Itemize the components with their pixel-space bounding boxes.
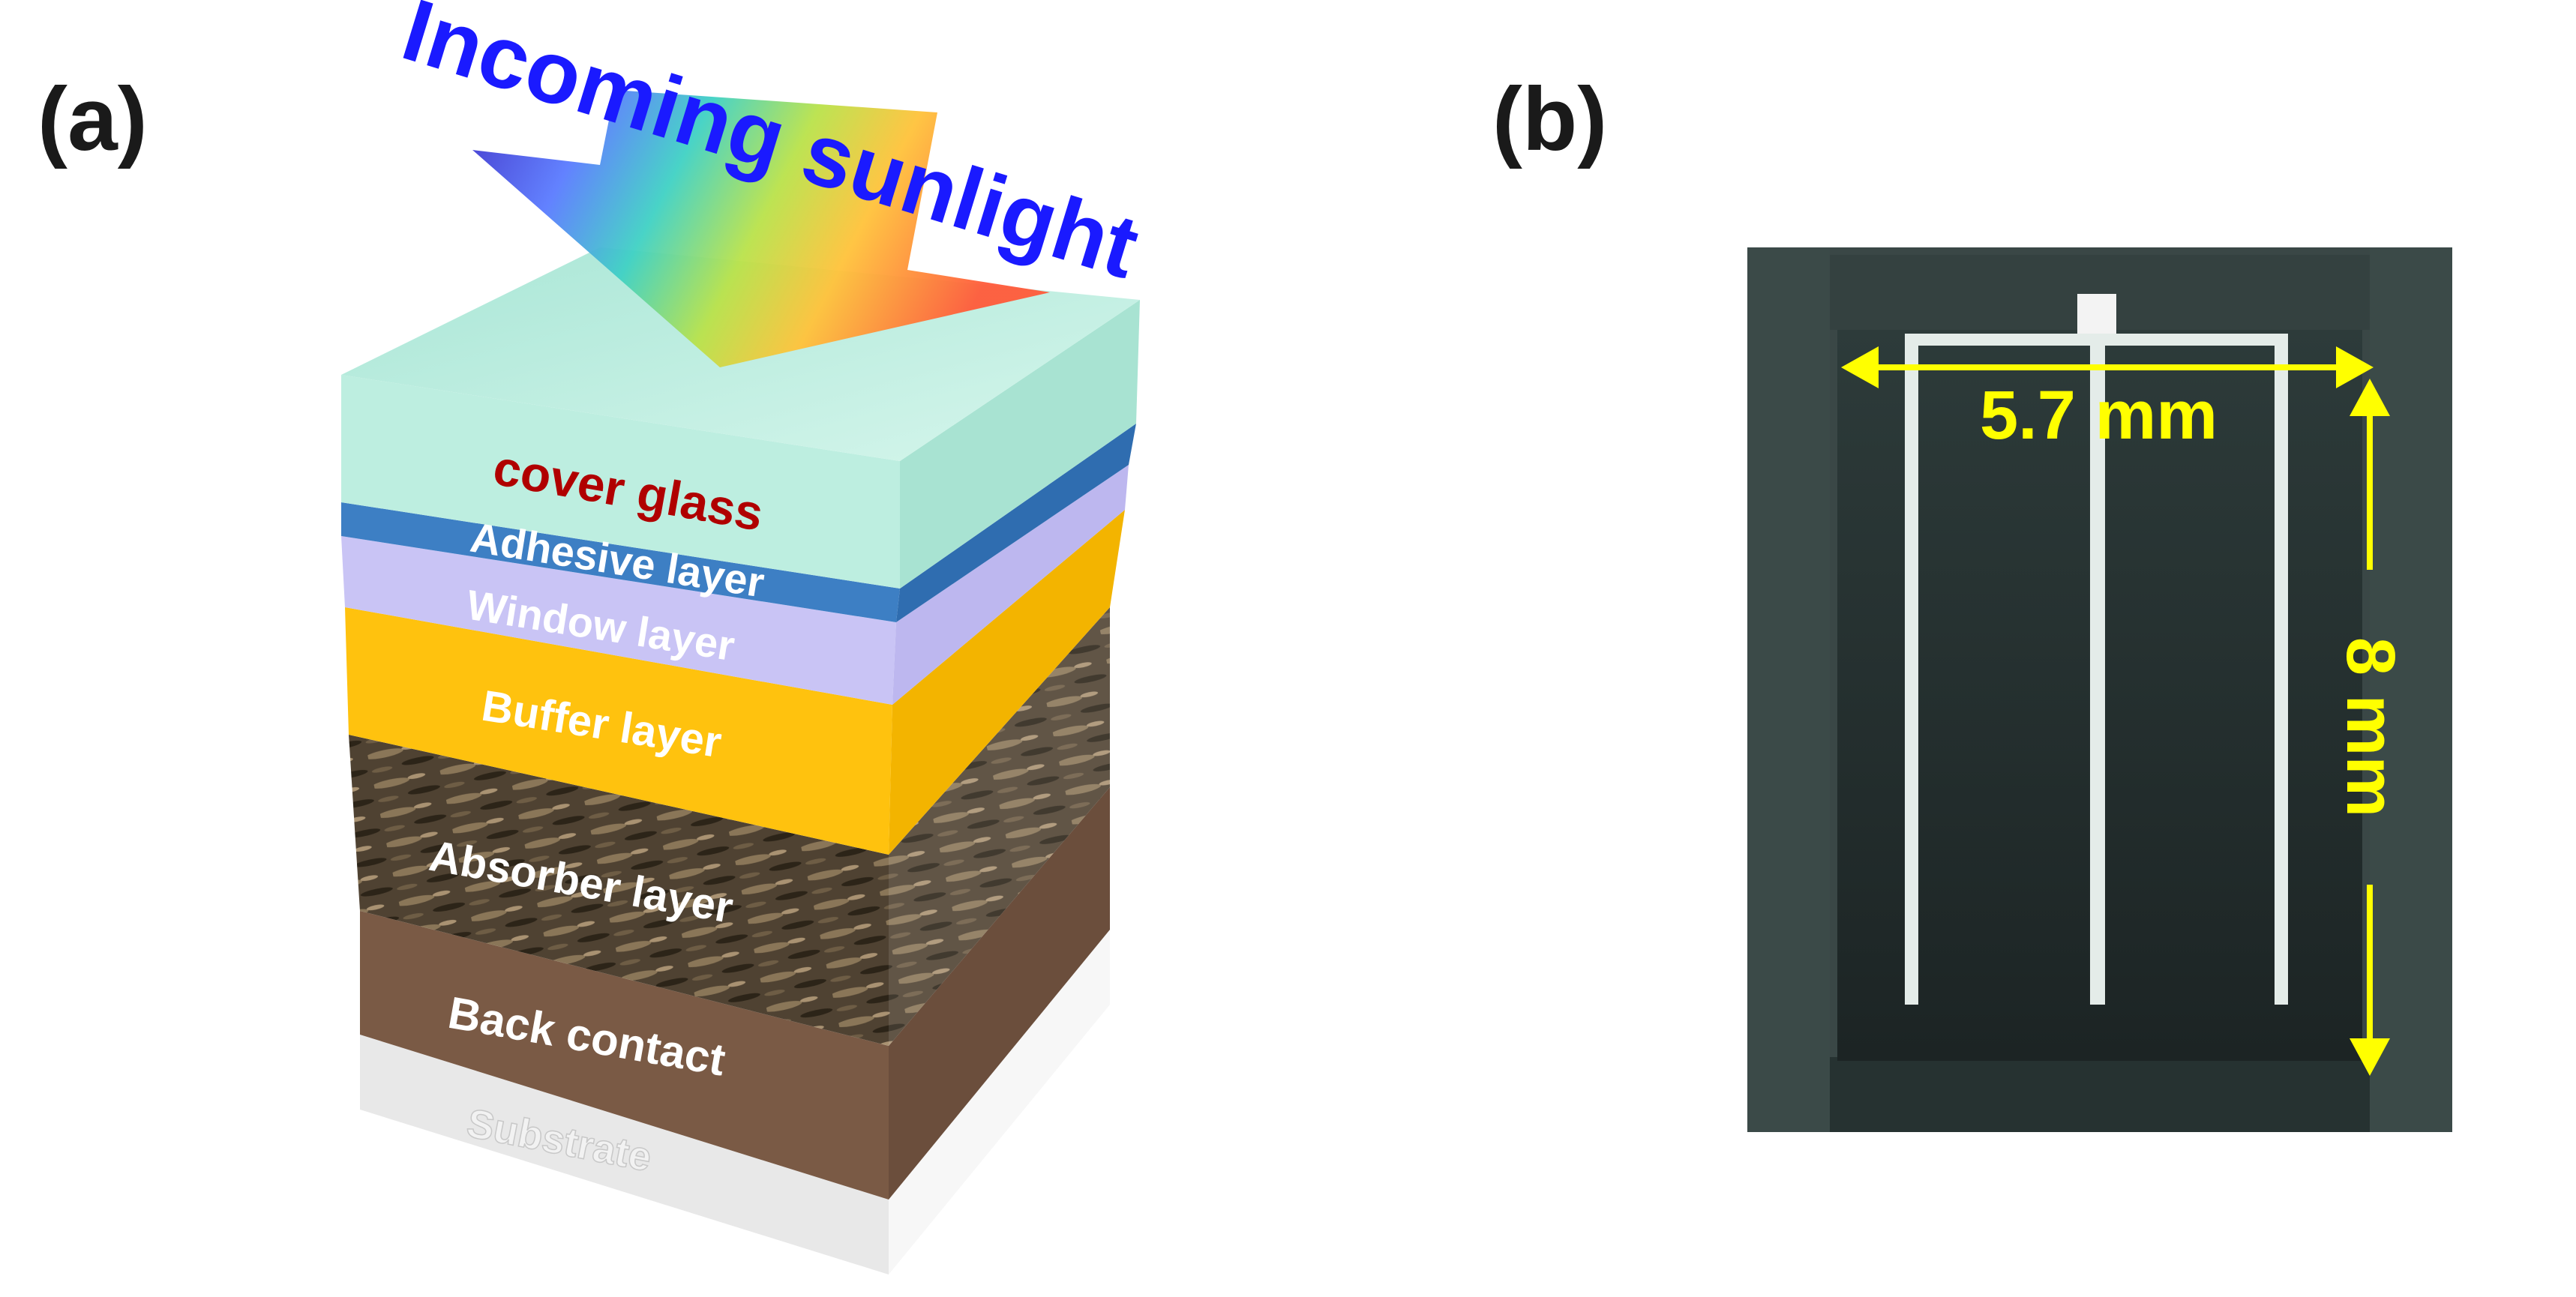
contact-tab (2077, 294, 2116, 339)
buffer-layer (345, 510, 1125, 855)
adhesive-layer (341, 424, 1136, 622)
width-dimension-arrow (1841, 346, 2374, 388)
width-label: 5.7 mm (1980, 377, 2218, 454)
height-dimension-arrow (2350, 379, 2390, 1076)
panel-a-label: (a) (37, 69, 148, 169)
cell-photo (1747, 247, 2452, 1132)
solar-cell-stack (341, 247, 1140, 1275)
panel-b-label: (b) (1492, 69, 1607, 169)
grid-finger (2090, 334, 2105, 1005)
substrate-layer (360, 930, 1110, 1275)
sunlight-arrow (472, 90, 1050, 367)
absorber-layer (349, 607, 1110, 1046)
window-layer (341, 465, 1129, 705)
busbar (1905, 334, 2288, 346)
back-contact-layer (360, 787, 1110, 1200)
height-label: 8 mm (2332, 637, 2409, 817)
grid-finger (1905, 334, 1918, 1005)
grid-finger (2275, 334, 2288, 1005)
